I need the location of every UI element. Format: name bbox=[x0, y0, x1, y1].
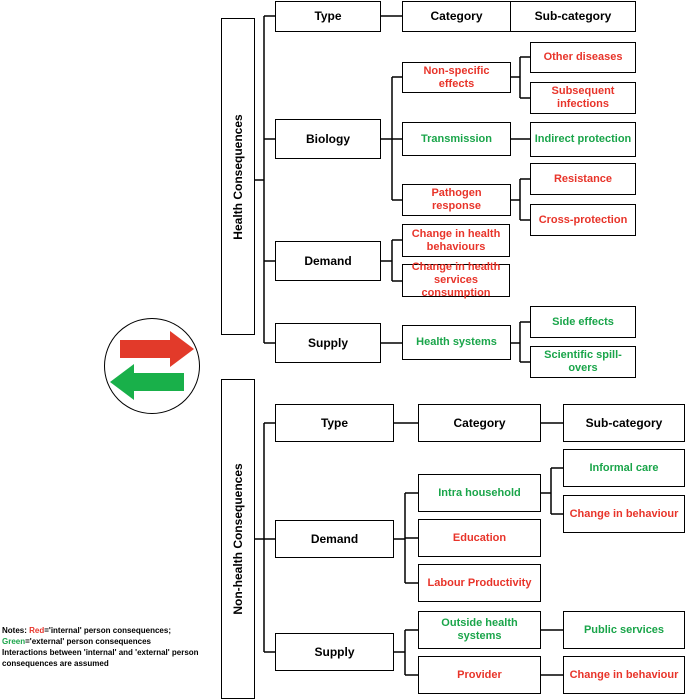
health-biology-node: Biology bbox=[275, 119, 381, 159]
nonhealth-category-header: Category bbox=[418, 404, 541, 442]
notes-green-text: ='external' person consequences bbox=[25, 637, 151, 646]
public-services-node: Public services bbox=[563, 611, 685, 649]
change-in-behaviour-demand-node: Change in behaviour bbox=[563, 495, 685, 533]
change-health-services-node: Change in health services consumption bbox=[402, 261, 510, 299]
green-left-arrow-icon bbox=[109, 363, 184, 400]
pathogen-response-node: Pathogen response bbox=[402, 184, 511, 216]
health-supply-node: Supply bbox=[275, 323, 381, 363]
nonhealth-consequences-panel: Non-health Consequences bbox=[221, 379, 255, 699]
health-demand-node: Demand bbox=[275, 241, 381, 281]
health-systems-node: Health systems bbox=[402, 325, 511, 360]
notes-line-1: Notes: Red='internal' person consequence… bbox=[2, 625, 202, 636]
nonhealth-subcategory-header: Sub-category bbox=[563, 404, 685, 442]
resistance-node: Resistance bbox=[530, 163, 636, 195]
labour-productivity-node: Labour Productivity bbox=[418, 564, 541, 602]
intra-household-node: Intra household bbox=[418, 474, 541, 512]
health-consequences-label: Health Consequences bbox=[231, 113, 245, 240]
notes-green-word: Green bbox=[2, 637, 26, 646]
nonhealth-supply-node: Supply bbox=[275, 633, 394, 671]
transmission-node: Transmission bbox=[402, 122, 511, 156]
provider-node: Provider bbox=[418, 656, 541, 694]
education-node: Education bbox=[418, 519, 541, 557]
health-category-header: Category bbox=[402, 1, 511, 32]
nonhealth-demand-node: Demand bbox=[275, 520, 394, 558]
nonhealth-type-header: Type bbox=[275, 404, 394, 442]
red-right-arrow-icon bbox=[119, 330, 194, 367]
bidirectional-arrows-icon bbox=[104, 318, 200, 414]
side-effects-node: Side effects bbox=[530, 306, 636, 338]
health-subcategory-header: Sub-category bbox=[510, 1, 636, 32]
notes-legend: Notes: Red='internal' person consequence… bbox=[2, 625, 202, 669]
cross-protection-node: Cross-protection bbox=[530, 204, 636, 236]
subsequent-infections-node: Subsequent infections bbox=[530, 82, 636, 114]
notes-prefix: Notes: bbox=[2, 626, 30, 635]
health-consequences-panel: Health Consequences bbox=[221, 18, 255, 335]
scientific-spillovers-node: Scientific spill-overs bbox=[530, 346, 636, 378]
notes-line-2: Green='external' person consequences bbox=[2, 636, 202, 647]
change-health-behaviours-node: Change in health behaviours bbox=[402, 224, 510, 257]
notes-red-text: ='internal' person consequences; bbox=[44, 626, 171, 635]
outside-health-systems-node: Outside health systems bbox=[418, 611, 541, 649]
change-in-behaviour-supply-node: Change in behaviour bbox=[563, 656, 685, 694]
other-diseases-node: Other diseases bbox=[530, 42, 636, 73]
non-specific-effects-node: Non-specific effects bbox=[402, 62, 511, 93]
notes-line-3: Interactions between 'internal' and 'ext… bbox=[2, 648, 199, 668]
notes-red-word: Red bbox=[29, 626, 45, 635]
health-type-header: Type bbox=[275, 1, 381, 32]
nonhealth-consequences-label: Non-health Consequences bbox=[231, 463, 245, 615]
indirect-protection-node: Indirect protection bbox=[530, 122, 636, 157]
informal-care-node: Informal care bbox=[563, 449, 685, 487]
